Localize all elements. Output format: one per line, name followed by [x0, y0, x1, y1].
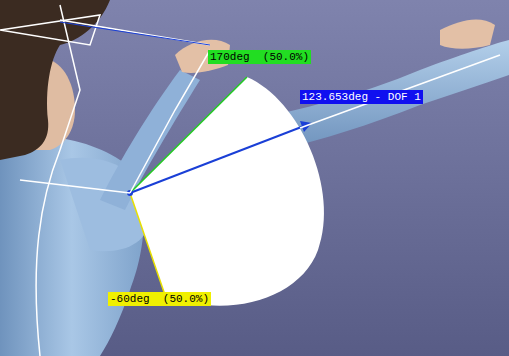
dof-value-label: 123.653deg - DOF 1 [300, 90, 423, 104]
angle-sector [130, 77, 324, 306]
sight-line [60, 22, 210, 45]
upper-limit-line [130, 77, 247, 193]
dof-arrow [130, 126, 304, 193]
hand [440, 20, 495, 49]
lower-limit-label: -60deg (50.0%) [108, 292, 211, 306]
upper-limit-label: 170deg (50.0%) [208, 50, 311, 64]
lower-limit-line [130, 193, 165, 295]
skeleton [0, 5, 500, 356]
hair [0, 0, 110, 160]
